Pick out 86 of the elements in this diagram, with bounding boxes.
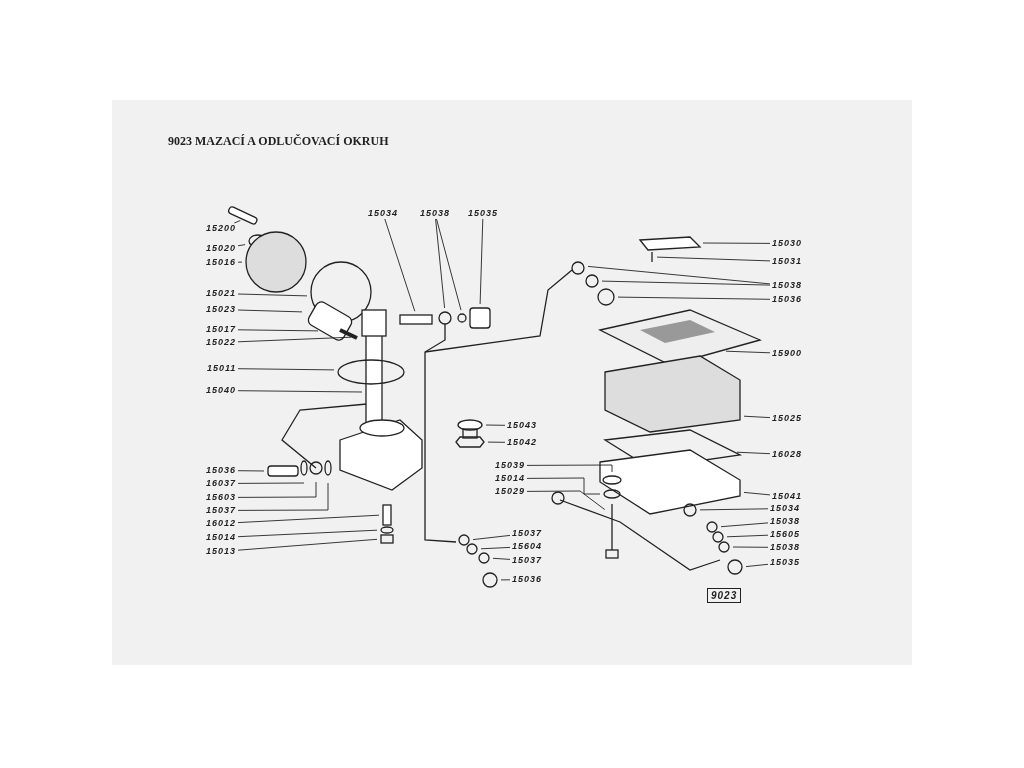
callout-number: 15039 bbox=[495, 459, 526, 471]
leader-line bbox=[587, 265, 771, 285]
leader-line bbox=[237, 390, 363, 393]
callout-number: 15037 bbox=[206, 504, 237, 516]
callout-number: 15038 bbox=[420, 207, 451, 219]
callout-number: 15042 bbox=[507, 436, 538, 448]
leader-line bbox=[237, 538, 378, 551]
callout-number: 15040 bbox=[206, 384, 237, 396]
callout-number: 15016 bbox=[206, 256, 237, 268]
leader-line bbox=[237, 482, 305, 484]
callout-number: 15200 bbox=[206, 222, 237, 234]
leader-line bbox=[485, 424, 506, 426]
diagram-title: 9023 MAZACÍ A ODLUČOVACÍ OKRUH bbox=[168, 134, 389, 149]
leader-line bbox=[233, 220, 241, 224]
leader-line bbox=[237, 368, 335, 371]
callout-number: 16012 bbox=[206, 517, 237, 529]
callout-number: 15037 bbox=[512, 554, 543, 566]
callout-number: 15038 bbox=[770, 515, 801, 527]
leader-line bbox=[702, 242, 771, 244]
callout-number: 15034 bbox=[770, 502, 801, 514]
callout-number: 15029 bbox=[495, 485, 526, 497]
callout-number: 15013 bbox=[206, 545, 237, 557]
callout-number: 15038 bbox=[770, 541, 801, 553]
leader-line bbox=[237, 529, 378, 538]
leader-line bbox=[725, 350, 771, 354]
callout-number: 15036 bbox=[512, 573, 543, 585]
callout-number: 15604 bbox=[512, 540, 543, 552]
callout-number: 15043 bbox=[507, 419, 538, 431]
leader-line bbox=[237, 244, 246, 247]
leader-line bbox=[736, 451, 771, 455]
callout-number: 15036 bbox=[772, 293, 803, 305]
leader-line bbox=[526, 464, 613, 473]
leader-line bbox=[720, 522, 769, 528]
leader-line bbox=[492, 557, 511, 560]
leader-line bbox=[656, 256, 771, 262]
leader-line bbox=[436, 218, 462, 311]
callout-number: 15011 bbox=[207, 362, 237, 374]
leader-line bbox=[237, 482, 329, 511]
leader-line bbox=[745, 563, 769, 568]
callout-number: 15041 bbox=[772, 490, 803, 502]
leader-line bbox=[732, 546, 769, 548]
leader-line bbox=[435, 218, 446, 309]
drawing-number: 9023 bbox=[707, 588, 742, 603]
callout-number: 15017 bbox=[206, 323, 237, 335]
callout-number: 15025 bbox=[772, 412, 803, 424]
leader-line bbox=[526, 490, 606, 511]
leader-line bbox=[617, 296, 771, 300]
callout-number: 15036 bbox=[206, 464, 237, 476]
leader-line bbox=[237, 470, 265, 472]
leader-line bbox=[500, 579, 511, 581]
callout-number: 15605 bbox=[770, 528, 801, 540]
leader-line bbox=[726, 534, 769, 538]
leader-line bbox=[237, 481, 317, 498]
callout-number: 15035 bbox=[468, 207, 499, 219]
callout-number: 15023 bbox=[206, 303, 237, 315]
leader-line bbox=[526, 477, 601, 495]
callout-number: 15034 bbox=[368, 207, 399, 219]
callout-number: 15021 bbox=[206, 287, 237, 299]
callout-number: 15031 bbox=[772, 255, 803, 267]
callout-number: 15603 bbox=[206, 491, 237, 503]
callout-number: 15030 bbox=[772, 237, 803, 249]
callout-number: 15035 bbox=[770, 556, 801, 568]
leader-line bbox=[237, 329, 319, 332]
leader-line bbox=[237, 293, 308, 297]
callout-number: 15014 bbox=[206, 531, 237, 543]
leader-line bbox=[384, 218, 416, 312]
leader-line bbox=[237, 261, 243, 263]
leader-line bbox=[237, 309, 303, 313]
callout-number: 15038 bbox=[772, 279, 803, 291]
callout-number: 15022 bbox=[206, 336, 237, 348]
callout-number: 15014 bbox=[495, 472, 526, 484]
leader-line bbox=[237, 336, 352, 343]
callout-number: 16037 bbox=[206, 477, 237, 489]
leader-line bbox=[479, 218, 484, 305]
leader-line bbox=[472, 534, 511, 541]
leader-line bbox=[743, 491, 771, 496]
leader-line bbox=[237, 514, 380, 524]
callout-number: 15020 bbox=[206, 242, 237, 254]
callout-number: 15037 bbox=[512, 527, 543, 539]
callout-number: 16028 bbox=[772, 448, 803, 460]
callout-number: 15900 bbox=[772, 347, 803, 359]
leader-line bbox=[699, 508, 769, 511]
leader-line bbox=[487, 441, 506, 443]
leader-line bbox=[743, 415, 771, 419]
leader-line bbox=[480, 546, 511, 550]
leader-line bbox=[601, 280, 771, 286]
